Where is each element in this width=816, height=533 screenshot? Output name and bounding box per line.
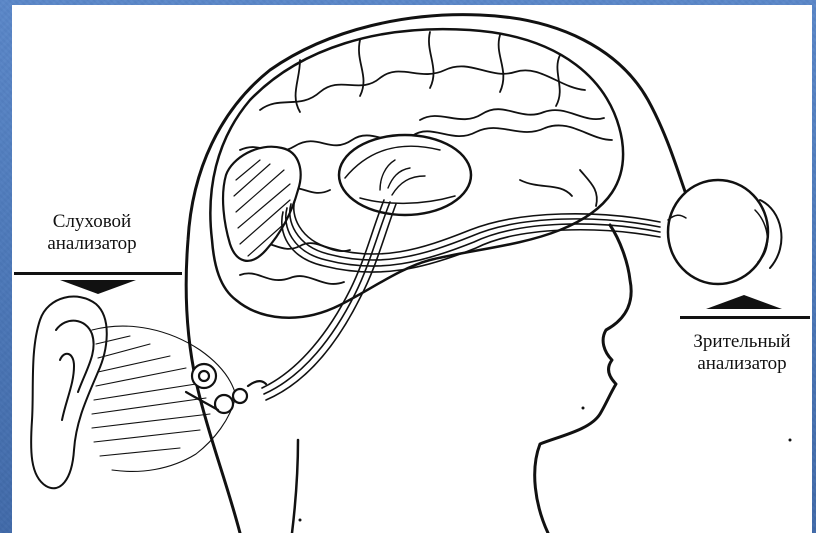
arrow-up-icon bbox=[706, 295, 782, 309]
eye bbox=[668, 180, 781, 284]
arrow-down-icon bbox=[60, 280, 136, 294]
vision-analyzer-label: Зрительный анализатор bbox=[672, 331, 812, 375]
optic-pathway bbox=[282, 200, 660, 272]
vision-label-line2: анализатор bbox=[672, 353, 812, 375]
hearing-analyzer-label: Слуховой анализатор bbox=[22, 211, 162, 255]
ear bbox=[31, 297, 107, 489]
hearing-label-line2: анализатор bbox=[22, 233, 162, 255]
hearing-label-line1: Слуховой bbox=[22, 211, 162, 233]
back-of-neck bbox=[292, 440, 298, 533]
vision-label-line1: Зрительный bbox=[672, 331, 812, 353]
hearing-label-rule bbox=[14, 272, 182, 275]
head-outline bbox=[186, 15, 690, 533]
face-profile bbox=[535, 225, 631, 533]
vision-label-rule bbox=[680, 316, 810, 319]
